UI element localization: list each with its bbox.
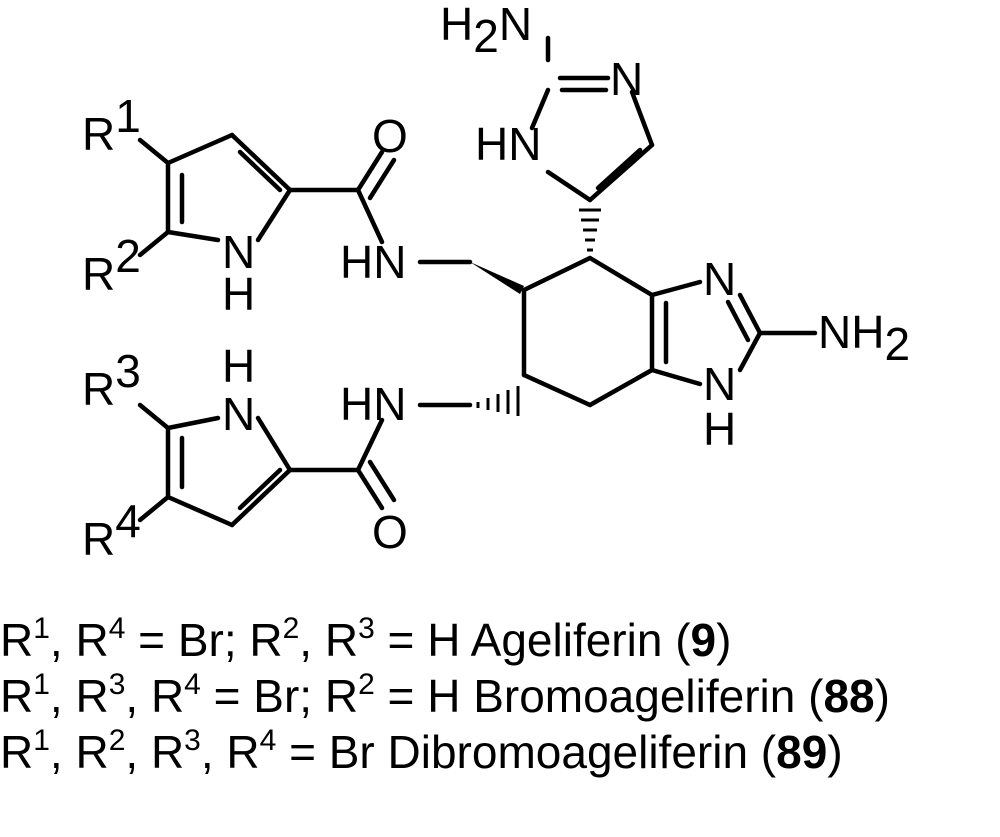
top-pyrrole-ring [137,132,293,258]
legend-sup: 4 [259,724,277,757]
legend-text: , R [49,614,109,666]
legend-line-ageliferin: R1, R4 = Br; R2, R3 = H Ageliferin (9) [0,612,1000,668]
carbonyl-o-top: O [372,110,408,162]
carbonyl-o-bottom: O [372,506,408,558]
legend-text: = Br Dibromoageliferin ( [276,726,777,778]
benzimidazole-nh-n: N [703,358,736,410]
bottom-amide [287,386,520,511]
legend-text: , R [125,726,185,778]
legend-sup: 1 [33,612,50,645]
legend-text: , R [49,726,109,778]
bottom-pyrrole-ring [137,402,293,528]
chemical-structure: R1 R2 R3 R4 H2N N HN O O HN HN N H H N N… [82,0,910,565]
r3-label: R3 [82,345,141,415]
r1-label: R1 [82,90,141,160]
legend-text: , R [299,614,359,666]
top-amide [287,149,524,294]
legend-sup: 1 [33,724,50,757]
legend-text: R [0,726,34,778]
legend-text: = Br; R [200,670,359,722]
amino-label-right: NH2 [818,306,910,370]
legend-text: = H Ageliferin ( [374,614,691,666]
legend-text: R [0,670,34,722]
legend-text: R [0,614,34,666]
benzimidazole-n-label: N [703,253,736,305]
pyrrole-n-top: N [222,226,255,278]
compound-number: 89 [776,726,828,778]
pyrrole-h-top: H [222,268,255,320]
hashed-wedge-top [579,208,601,252]
substituent-legend: R1, R4 = Br; R2, R3 = H Ageliferin (9) R… [0,612,1000,780]
top-imidazole-ring [529,35,655,203]
legend-sup: 1 [33,668,50,701]
r2-label: R2 [82,230,141,300]
legend-line-bromoageliferin: R1, R3, R4 = Br; R2 = H Bromoageliferin … [0,668,1000,724]
legend-sup: 4 [184,668,201,701]
legend-text: , R [49,670,109,722]
pyrrole-h-bottom: H [222,340,255,392]
imidazole-n-label: N [610,53,643,105]
tetrahydrobenzimidazole [521,255,818,408]
r4-label: R4 [82,495,141,565]
legend-text: ) [716,614,732,666]
amide-hn-bottom: HN [340,378,406,430]
compound-number: 88 [823,670,875,722]
legend-sup: 2 [282,612,300,645]
compound-number: 9 [690,614,717,666]
legend-text: , R [125,670,185,722]
legend-sup: 2 [358,668,375,701]
legend-sup: 3 [358,612,375,645]
pyrrole-n-bottom: N [222,388,255,440]
legend-sup: 4 [108,612,126,645]
legend-text: , R [200,726,260,778]
legend-sup: 3 [184,724,201,757]
benzimidazole-nh-h: H [703,403,736,455]
legend-text: ) [874,670,890,722]
imidazole-hn-label: HN [475,118,541,170]
legend-text: ) [827,726,843,778]
amino-label-top: H2N [440,0,532,62]
legend-text: = Br; R [125,614,283,666]
legend-line-dibromoageliferin: R1, R2, R3, R4 = Br Dibromoageliferin (8… [0,724,1000,780]
legend-sup: 3 [108,668,126,701]
legend-sup: 2 [108,724,126,757]
amide-hn-top: HN [340,236,406,288]
legend-text: = H Bromoageliferin ( [374,670,824,722]
